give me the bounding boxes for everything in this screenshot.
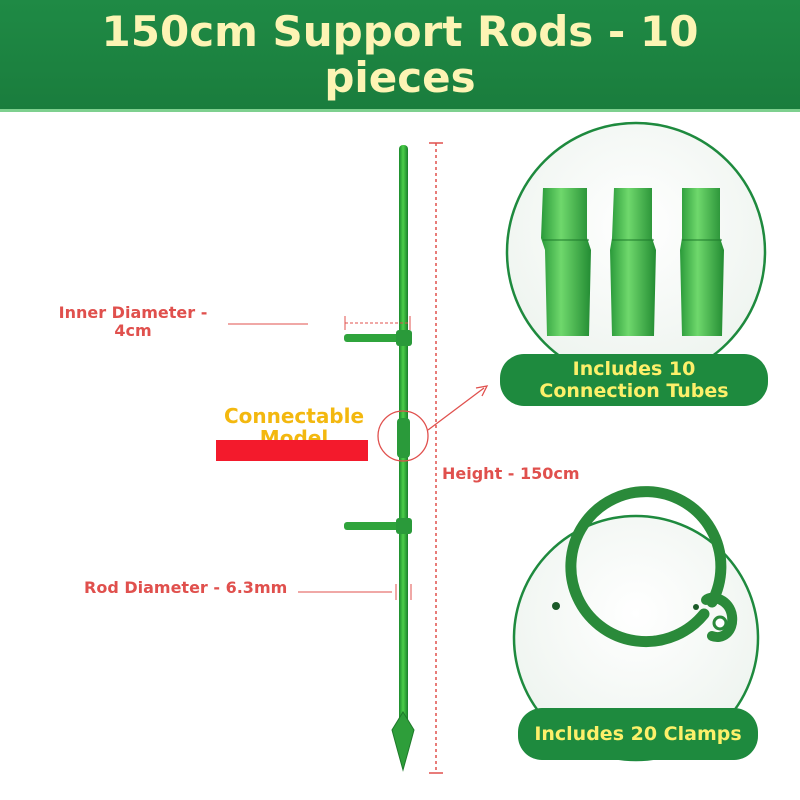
inner-diameter-label: Inner Diameter - 4cm — [58, 303, 208, 340]
clamps-panel — [512, 486, 760, 762]
header-banner: 150cm Support Rods - 10 pieces — [0, 0, 800, 112]
page-title: 150cm Support Rods - 10 pieces — [101, 6, 699, 102]
connection-tube-1 — [541, 188, 591, 336]
height-dimension-line — [429, 142, 443, 774]
connection-tubes-panel — [505, 121, 767, 383]
connection-highlight — [377, 385, 489, 462]
connection-tubes-badge: Includes 10 Connection Tubes — [500, 354, 768, 406]
connection-tube-2 — [610, 188, 656, 336]
connection-tube-3 — [680, 188, 724, 336]
upper-clamp-holder — [344, 330, 412, 346]
lower-clamp-holder — [344, 518, 412, 534]
clamps-badge: Includes 20 Clamps — [518, 708, 758, 760]
rod-diameter-leader — [298, 584, 412, 600]
inner-diameter-leader — [228, 316, 411, 330]
support-rod — [391, 145, 415, 772]
height-label: Height - 150cm — [442, 464, 580, 483]
rod-diameter-label: Rod Diameter - 6.3mm — [84, 578, 288, 597]
clamp-ring — [552, 486, 738, 648]
highlight-bar — [216, 440, 368, 461]
